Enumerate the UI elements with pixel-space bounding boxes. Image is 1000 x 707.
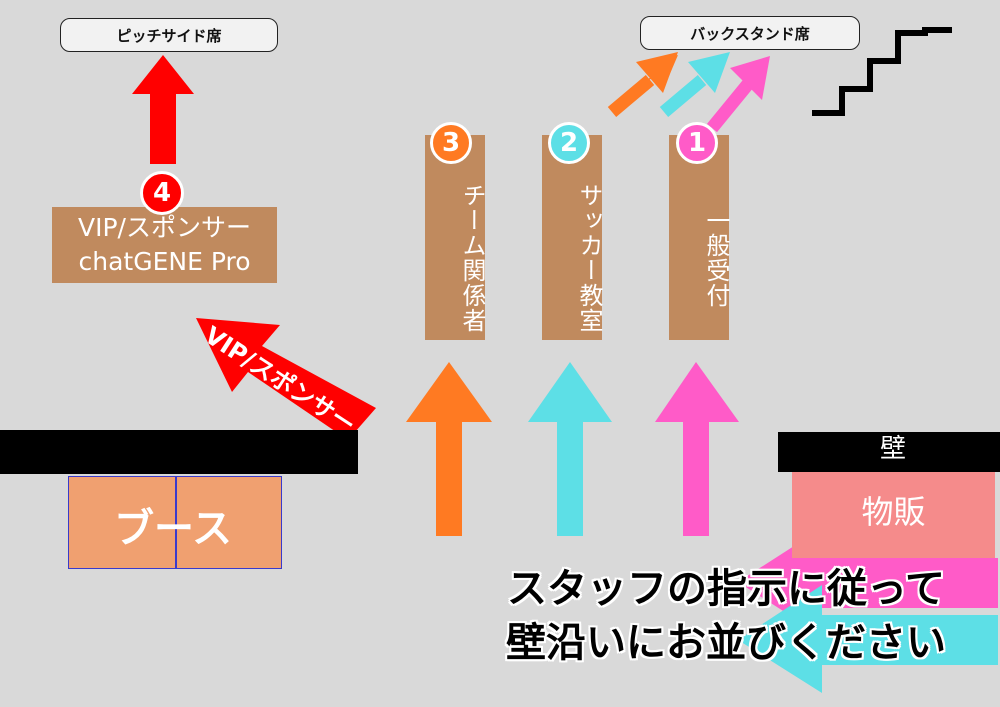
booth-left-panel <box>68 476 176 569</box>
left-wall <box>0 430 358 474</box>
vip-sponsor-box: VIP/スポンサー chatGENE Pro <box>52 207 277 283</box>
stairs-icon <box>812 27 952 116</box>
back-stand-seat-label: バックスタンド席 <box>640 16 860 50</box>
gate3-number-badge: 3 <box>430 122 472 164</box>
cyan-small-arrow <box>659 52 730 117</box>
gate1-general-box: 一般受付 <box>669 135 730 340</box>
right-wall <box>778 432 1000 472</box>
wall-label: 壁 <box>880 434 907 464</box>
vip-box-line2: chatGENE Pro <box>78 247 251 276</box>
vip-box-line1: VIP/スポンサー <box>78 213 251 242</box>
pink-up-arrow <box>655 362 739 536</box>
goods-stand: 物販 <box>792 472 995 558</box>
notice-line1: スタッフの指示に従って <box>507 566 945 612</box>
gate2-number-badge: 2 <box>548 122 590 164</box>
booth-label: ブース <box>114 506 232 552</box>
pink-small-arrow <box>706 56 770 133</box>
booth-right-panel <box>176 476 282 569</box>
cyan-up-arrow <box>528 362 612 536</box>
gate2-label: サッカー教室 <box>575 182 603 333</box>
gate2-soccer-school-box: サッカー教室 <box>542 135 603 340</box>
pitch-side-seat-label: ピッチサイド席 <box>60 18 278 52</box>
orange-small-arrow-shape <box>607 52 678 117</box>
cyan-left-arrow <box>738 585 998 693</box>
gate1-label: 一般受付 <box>702 207 730 308</box>
vip-diagonal-arrow <box>196 318 376 440</box>
red-up-arrow <box>132 55 194 164</box>
queue-notice: スタッフの指示に従って 壁沿いにお並びください <box>488 562 964 670</box>
gate4-number-badge: 4 <box>140 171 184 215</box>
notice-line2: 壁沿いにお並びください <box>506 620 946 666</box>
gate3-label: チーム関係者 <box>458 182 486 333</box>
gate3-team-staff-box: チーム関係者 <box>425 135 486 340</box>
gate1-number-badge: 1 <box>676 122 718 164</box>
orange-up-arrow <box>406 362 492 536</box>
